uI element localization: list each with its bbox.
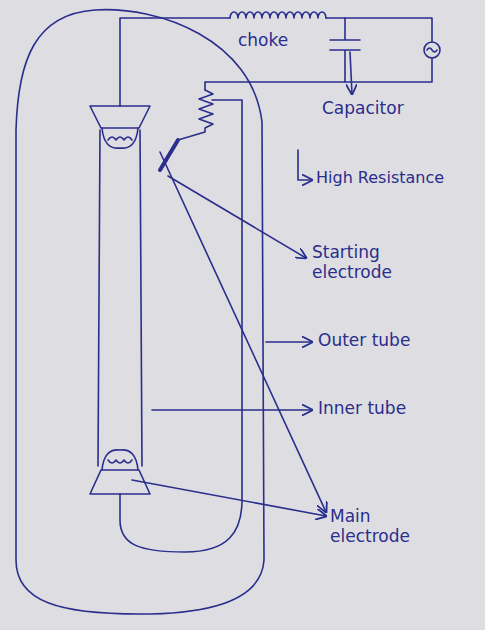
wire	[205, 18, 432, 90]
starting-electrode	[160, 140, 178, 170]
wire	[120, 100, 242, 552]
resistor-coil	[178, 90, 213, 140]
wire	[120, 18, 230, 106]
leader-line	[132, 480, 326, 516]
choke-coil	[230, 12, 326, 18]
ac-source	[424, 42, 440, 58]
main-electrode-top	[102, 128, 138, 148]
part-label: High Resistance	[316, 168, 476, 187]
part-label: Main electrode	[330, 506, 440, 547]
part-label: Outer tube	[318, 330, 410, 350]
leader-line	[350, 52, 352, 94]
top-cap	[90, 106, 150, 128]
inner-tube	[98, 130, 142, 466]
leader-line	[168, 176, 306, 258]
leader-line	[152, 409, 312, 411]
leader-line	[266, 341, 312, 343]
ac-source-wave	[427, 48, 437, 52]
part-label: Inner tube	[318, 398, 406, 418]
part-label: Capacitor	[322, 98, 404, 118]
outer-tube	[16, 10, 264, 614]
main-electrode-bottom	[102, 450, 138, 470]
drawing-part	[16, 10, 440, 614]
capacitor-symbol	[330, 18, 360, 82]
part-label: Starting electrode	[312, 242, 430, 283]
leader-line	[298, 150, 312, 180]
part-label: choke	[238, 30, 288, 50]
leader-line	[160, 152, 326, 512]
